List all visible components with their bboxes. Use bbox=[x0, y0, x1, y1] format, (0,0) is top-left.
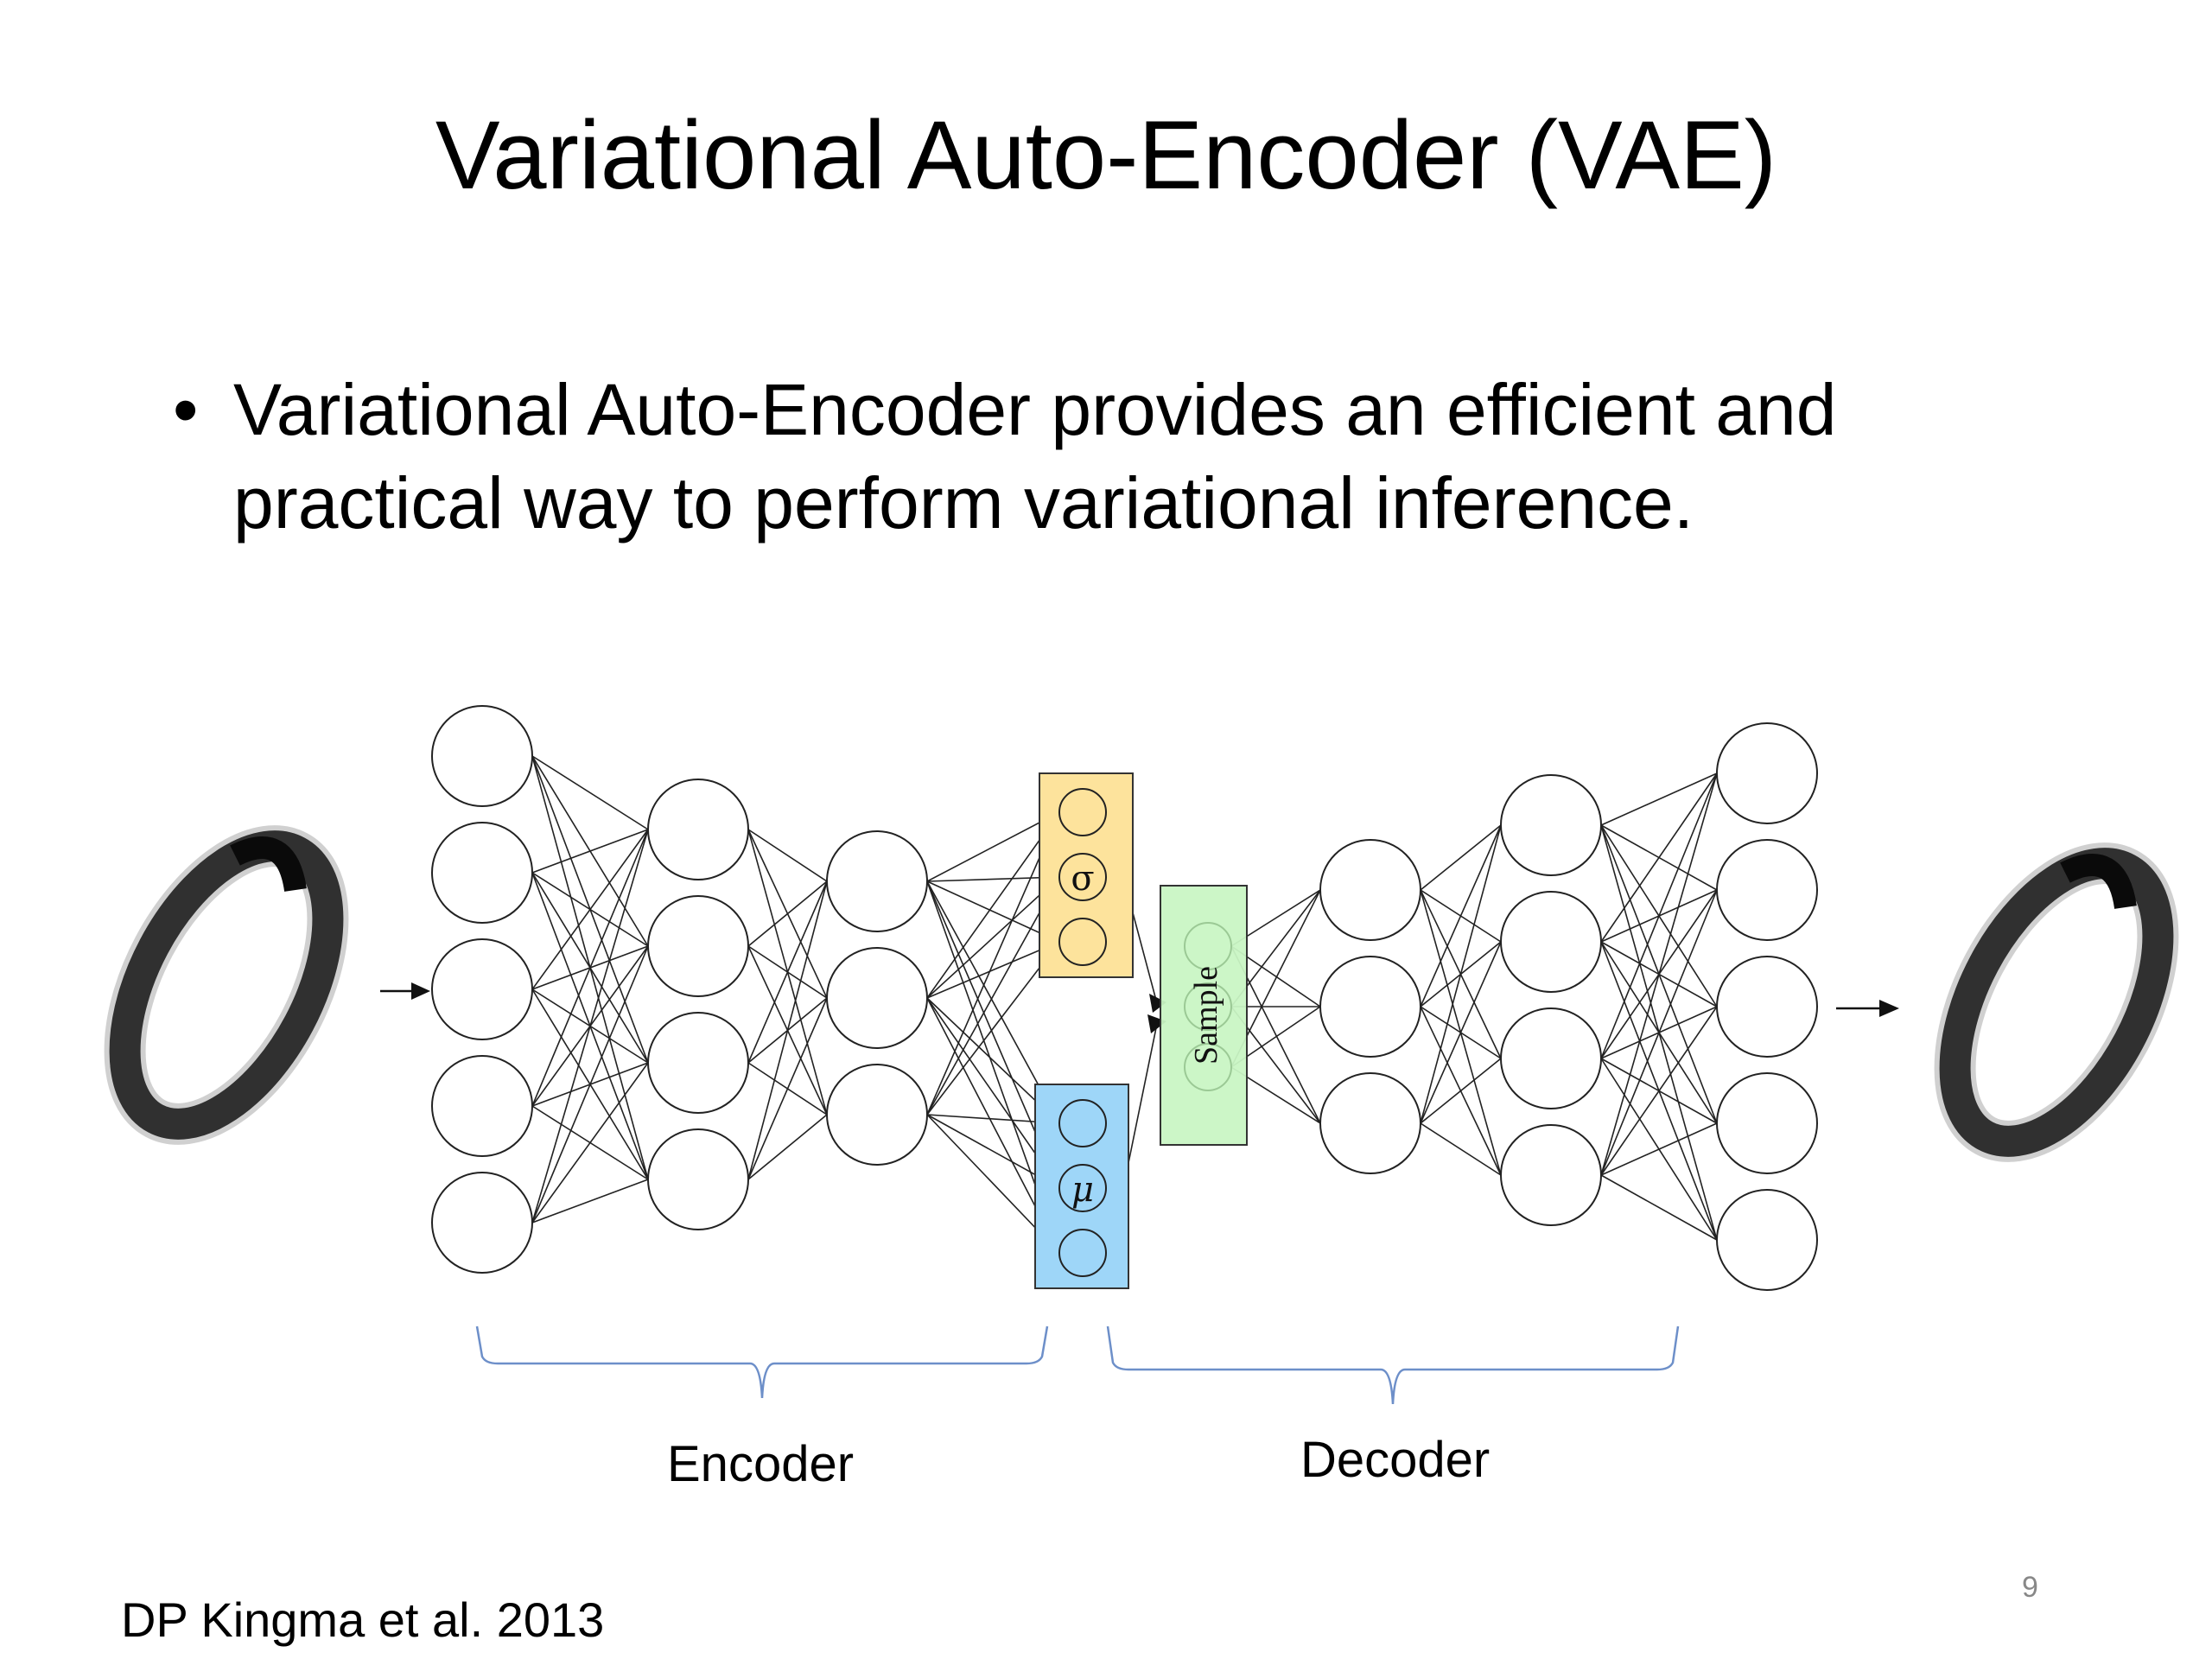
neuron bbox=[1716, 956, 1818, 1058]
digit-stroke bbox=[109, 830, 344, 1140]
mu-neuron bbox=[1058, 1099, 1107, 1147]
neuron bbox=[826, 947, 928, 1049]
network-connection bbox=[747, 997, 828, 1180]
network-connection bbox=[926, 811, 1060, 1116]
network-connection bbox=[531, 829, 649, 1224]
neuron bbox=[647, 779, 749, 880]
digit-stroke bbox=[2060, 854, 2137, 910]
sample-neuron bbox=[1184, 982, 1232, 1031]
page-number: 9 bbox=[2022, 1571, 2038, 1604]
network-connection bbox=[531, 1179, 649, 1224]
digit-stroke-shadow bbox=[1934, 842, 2179, 1162]
network-connection bbox=[1420, 941, 1502, 1124]
network-connection bbox=[531, 755, 649, 830]
sigma-neuron bbox=[1058, 853, 1107, 901]
network-connection bbox=[747, 880, 828, 1180]
neuron bbox=[1500, 1124, 1602, 1226]
input-arrow-icon bbox=[411, 982, 430, 1000]
bullet-dot: • bbox=[173, 369, 199, 450]
neuron bbox=[1500, 774, 1602, 876]
sigma-label: σ bbox=[1071, 859, 1094, 899]
network-connection bbox=[1420, 824, 1502, 1007]
neuron bbox=[647, 1128, 749, 1230]
network-connection bbox=[926, 880, 1060, 1124]
network-connection bbox=[926, 876, 1060, 882]
neuron bbox=[431, 822, 533, 924]
network-connection bbox=[926, 880, 1060, 943]
encoder-brace bbox=[475, 1325, 1049, 1399]
output-digit-image bbox=[1934, 842, 2179, 1162]
network-connection bbox=[1600, 1174, 1718, 1241]
slide-title: Variational Auto-Encoder (VAE) bbox=[435, 101, 1777, 209]
neuron bbox=[647, 1012, 749, 1114]
neuron bbox=[431, 938, 533, 1040]
neuron bbox=[431, 705, 533, 807]
network-connection bbox=[1600, 1006, 1718, 1176]
network-neurons bbox=[431, 705, 1818, 1291]
network-connection bbox=[926, 876, 1060, 1116]
digit-stroke-shadow bbox=[104, 825, 349, 1145]
neuron bbox=[1319, 839, 1421, 941]
neuron bbox=[647, 895, 749, 997]
digit-stroke bbox=[1939, 848, 2174, 1157]
input-digit-image bbox=[104, 825, 349, 1145]
bullet-text: Variational Auto-Encoder provides an eff… bbox=[233, 369, 1837, 543]
network-connection bbox=[1600, 772, 1718, 1059]
network-connection bbox=[1600, 772, 1718, 943]
network-connection bbox=[747, 1114, 828, 1180]
network-connection bbox=[926, 941, 1060, 1116]
citation: DP Kingma et al. 2013 bbox=[121, 1592, 605, 1647]
mu-label: μ bbox=[1071, 1170, 1094, 1210]
network-connection bbox=[1420, 1058, 1502, 1124]
neuron bbox=[1319, 956, 1421, 1058]
output-arrow-icon bbox=[1879, 1000, 1899, 1017]
sample-neuron bbox=[1184, 1043, 1232, 1091]
network-connection bbox=[531, 829, 649, 874]
network-connection bbox=[747, 880, 828, 947]
neuron bbox=[1716, 722, 1818, 824]
network-connection bbox=[531, 829, 649, 990]
neuron bbox=[1716, 1072, 1818, 1174]
neuron bbox=[1500, 1007, 1602, 1109]
network-connection bbox=[1420, 1122, 1502, 1176]
network-connection bbox=[1600, 1122, 1718, 1176]
sample-neuron bbox=[1184, 922, 1232, 970]
network-connection bbox=[531, 829, 649, 1107]
sample-box bbox=[1160, 885, 1248, 1146]
network-connection bbox=[1420, 824, 1502, 1124]
network-connection bbox=[926, 811, 1060, 882]
network-connection bbox=[926, 941, 1060, 999]
neuron bbox=[431, 1172, 533, 1274]
neuron bbox=[1319, 1072, 1421, 1174]
mu-neuron bbox=[1058, 1164, 1107, 1212]
decoder-brace bbox=[1106, 1325, 1680, 1405]
neuron bbox=[826, 830, 928, 932]
encoder-label: Encoder bbox=[667, 1436, 855, 1492]
sigma-neuron bbox=[1058, 918, 1107, 966]
arrowhead-icon bbox=[1149, 994, 1166, 1013]
network-connection bbox=[531, 1062, 649, 1224]
neuron bbox=[826, 1064, 928, 1166]
arrowhead-icon bbox=[1147, 1014, 1166, 1033]
neuron bbox=[431, 1055, 533, 1157]
network-connection bbox=[747, 880, 828, 1064]
network-connection bbox=[747, 829, 828, 882]
network-connection bbox=[531, 945, 649, 1224]
neuron bbox=[1716, 1189, 1818, 1291]
network-connection bbox=[926, 811, 1060, 999]
digit-stroke bbox=[230, 836, 307, 893]
network-connection bbox=[1600, 772, 1718, 826]
sample-label: Sample bbox=[1188, 966, 1224, 1065]
neuron bbox=[1500, 891, 1602, 993]
network-connection bbox=[1420, 824, 1502, 891]
network-connection bbox=[1600, 889, 1718, 1176]
neuron bbox=[1716, 839, 1818, 941]
mu-neuron bbox=[1058, 1229, 1107, 1277]
network-connection bbox=[1600, 772, 1718, 1176]
sigma-neuron bbox=[1058, 788, 1107, 836]
network-connection bbox=[926, 876, 1060, 999]
decoder-label: Decoder bbox=[1300, 1432, 1491, 1488]
